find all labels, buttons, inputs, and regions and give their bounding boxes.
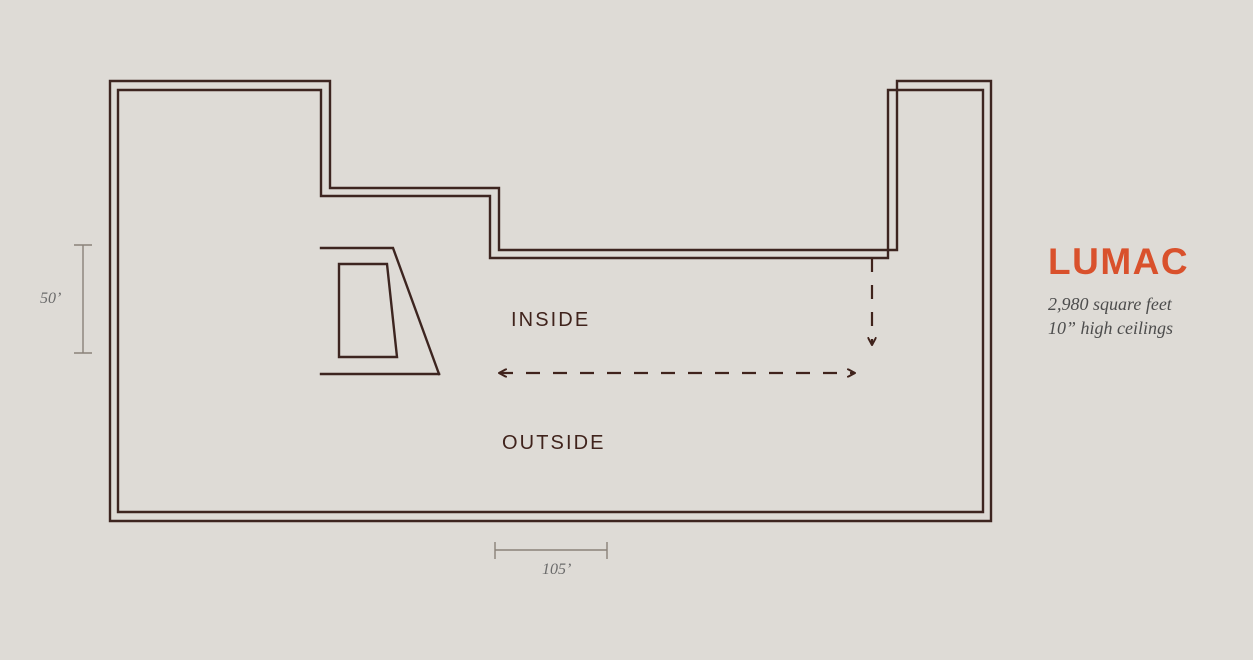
brand-wordmark: LUMAC <box>1048 241 1190 282</box>
building-walls <box>108 79 993 523</box>
outer-wall-outline <box>108 79 993 523</box>
stair-outer-outline <box>319 246 441 376</box>
dimension-label-height: 50’ <box>40 290 62 307</box>
dimension-label-width: 105’ <box>542 561 572 578</box>
dimension-markers <box>74 244 608 559</box>
inner-wall-outline <box>116 88 985 514</box>
stair-inner-outline <box>337 262 399 359</box>
brand-detail-square-feet: 2,980 square feet <box>1048 294 1172 314</box>
inside-area-label: INSIDE <box>511 309 591 331</box>
stair-element <box>319 246 441 376</box>
brand-detail-ceiling-height: 10” high ceilings <box>1048 317 1173 338</box>
outside-area-label: OUTSIDE <box>502 432 606 454</box>
brand-info-panel: LUMAC 2,980 square feet 10” high ceiling… <box>1048 243 1248 341</box>
measurement-arrows <box>499 258 872 373</box>
